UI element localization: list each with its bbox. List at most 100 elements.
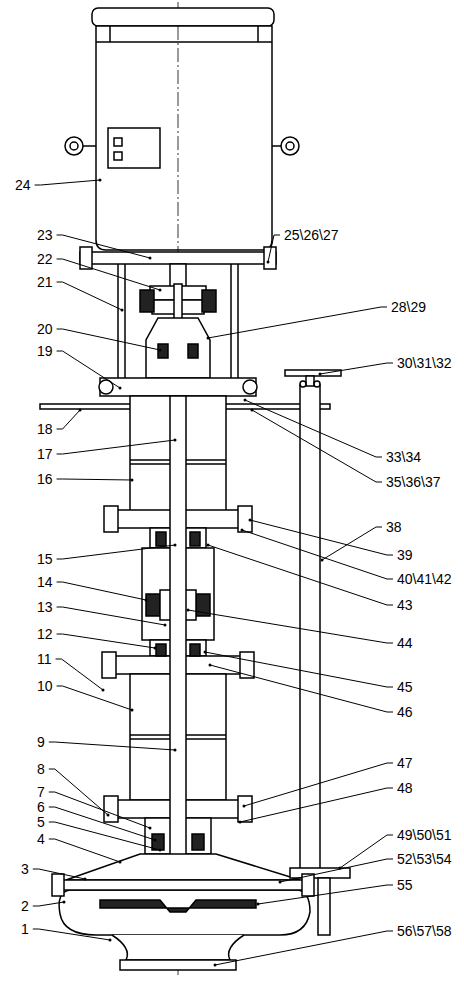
motor-part <box>257 26 259 42</box>
discharge-pipe-part <box>306 376 314 386</box>
leader-line <box>57 410 80 429</box>
leader-dot <box>319 373 322 376</box>
leader-dot <box>243 805 246 808</box>
callout-number: 3 <box>20 862 30 876</box>
leader-dot <box>187 609 190 612</box>
callout-number: 55 <box>396 878 414 892</box>
callout-number: 23 <box>36 228 54 242</box>
leader-line <box>280 859 393 882</box>
leader-dot <box>159 289 162 292</box>
callout-number: 12 <box>36 627 54 641</box>
leader-dot <box>149 257 152 260</box>
leader-line <box>33 929 110 940</box>
leader-dot <box>154 839 157 842</box>
leader-dot <box>84 878 87 881</box>
bracket <box>118 264 238 380</box>
leader-dot <box>164 624 167 627</box>
callout-number: 47 <box>396 756 414 770</box>
lower-flange-part <box>240 652 254 678</box>
callout-number: 20 <box>36 322 54 336</box>
casing-part <box>120 960 236 970</box>
leader-dot <box>63 901 66 904</box>
leader-dot <box>99 179 102 182</box>
casing-part <box>112 935 244 960</box>
leader-line <box>57 235 150 258</box>
leader-dot <box>121 309 124 312</box>
callout-number: 39 <box>396 548 414 562</box>
casing-part <box>58 880 308 890</box>
leader-dot <box>174 544 177 547</box>
leader-dot <box>159 349 162 352</box>
callout-number: 15 <box>36 552 54 566</box>
leader-dot <box>174 439 177 442</box>
leader-line <box>245 400 382 457</box>
leader-dot <box>267 261 270 264</box>
coupling-part <box>140 290 154 312</box>
leader-line <box>57 351 120 388</box>
coupling-section-part <box>146 594 160 616</box>
bottom-flange-part <box>238 796 252 822</box>
callout-number: 49\50\51 <box>396 828 453 842</box>
leader-dot <box>214 964 217 967</box>
leader-dot <box>149 827 152 830</box>
leader-line <box>250 520 393 555</box>
casing-part <box>52 874 64 896</box>
casing-part <box>100 900 256 912</box>
callout-number: 2 <box>20 899 30 913</box>
bracket-part <box>237 264 239 380</box>
leader-line <box>252 410 382 482</box>
leader-line <box>208 545 393 605</box>
motor-part <box>96 41 272 43</box>
discharge-pipe-part <box>314 381 320 387</box>
callout-number: 10 <box>36 679 54 693</box>
motor-part <box>92 8 274 26</box>
leader-dot <box>159 849 162 852</box>
motor-part <box>108 128 160 168</box>
bracket-part <box>230 264 232 380</box>
leader-dot <box>145 599 148 602</box>
leader-line <box>57 545 175 559</box>
callout-number: 44 <box>396 636 414 650</box>
callout-number: 38 <box>385 520 403 534</box>
motor-part <box>83 145 96 147</box>
bottom-flange-part <box>104 796 118 822</box>
leader-line <box>258 885 393 904</box>
bearing-housing-part <box>158 344 168 358</box>
leader-line <box>57 634 155 648</box>
bearing-housing-part <box>188 344 198 358</box>
callout-number: 19 <box>36 344 54 358</box>
callout-number: 1 <box>20 922 30 936</box>
shaft <box>170 396 186 860</box>
motor-part <box>70 142 78 150</box>
callout-number: 11 <box>36 652 53 666</box>
lower-flange-part <box>156 644 166 656</box>
leader-line <box>242 530 393 579</box>
leader-dot <box>249 519 252 522</box>
motor-flange-part <box>80 252 276 264</box>
motor-flange-part <box>264 247 276 269</box>
leader-line <box>57 259 160 290</box>
leader-line <box>244 763 393 806</box>
leader-line <box>210 665 393 712</box>
callout-number: 43 <box>396 598 414 612</box>
coupling-part <box>202 290 216 312</box>
callout-number: 7 <box>36 785 46 799</box>
leader-dot <box>174 749 177 752</box>
callout-number: 48 <box>396 781 414 795</box>
discharge-pipe-part <box>300 385 320 870</box>
leader-line <box>322 527 382 560</box>
leader-line <box>57 440 175 454</box>
callout-number: 8 <box>36 762 46 776</box>
leader-line <box>49 822 160 850</box>
leader-line <box>57 607 165 625</box>
callout-number: 33\34 <box>385 450 422 464</box>
callout-number: 14 <box>36 575 54 589</box>
leader-line <box>57 479 132 480</box>
callout-number: 35\36\37 <box>385 475 442 489</box>
leader-dot <box>209 664 212 667</box>
callout-number: 46 <box>396 705 414 719</box>
shaft-part <box>170 396 186 860</box>
bearing-housing-part <box>146 318 210 378</box>
